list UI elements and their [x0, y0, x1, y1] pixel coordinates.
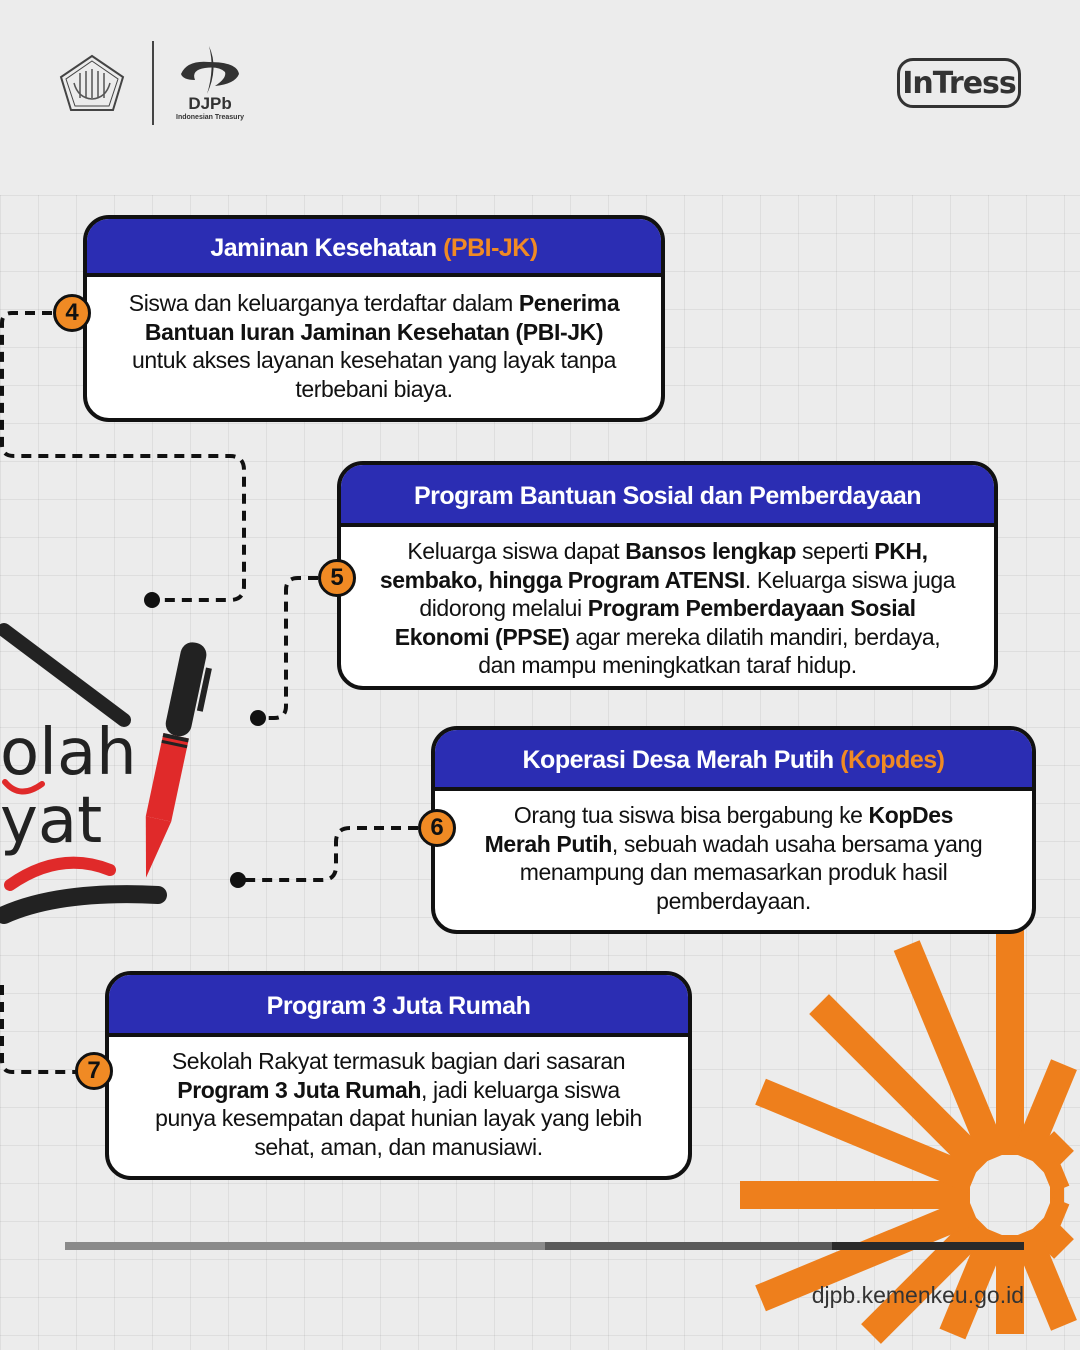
- title-accent: (Kopdes): [840, 746, 945, 774]
- sunburst-icon: [740, 925, 1077, 1344]
- djpb-name: DJPb: [188, 93, 232, 113]
- dashed-connectors: [0, 311, 418, 1074]
- sunburst-ray: [939, 1226, 1008, 1340]
- header-logos: DJPb Indonesian Treasury: [58, 40, 244, 126]
- body-text: . Keluarga siswa juga didorong melalui: [419, 566, 956, 622]
- body-text: Siswa dan keluarganya terdaftar dalam: [128, 290, 519, 316]
- card-bansos-pemberdayaan: Program Bantuan Sosial dan Pemberdayaan …: [337, 461, 998, 690]
- djpb-subtitle: Indonesian Treasury: [176, 113, 245, 121]
- sunburst-ray: [755, 1197, 979, 1312]
- sunburst-ray: [996, 925, 1024, 1155]
- body-text: Keluarga siswa dapat: [407, 538, 626, 564]
- title-text: Program Bantuan Sosial dan Pemberdayaan: [413, 482, 922, 510]
- sunburst-ray: [1012, 1059, 1077, 1164]
- sunburst-ray: [755, 1078, 979, 1193]
- progress-segment-3: [832, 1242, 1024, 1250]
- progress-segment-2: [545, 1242, 832, 1250]
- body-text: agar mereka dilatih mandiri, berdaya, da…: [478, 623, 941, 679]
- card-koperasi-desa: Koperasi Desa Merah Putih (Kopdes) Orang…: [431, 726, 1036, 934]
- body-bold: PKH, sembako, hingga Program ATENSI: [379, 538, 928, 593]
- djpb-logo: DJPb Indonesian Treasury: [176, 45, 245, 121]
- body-bold: Bansos lengkap: [625, 538, 797, 564]
- progress-segment-1: [65, 1242, 545, 1250]
- sunburst-ray: [1028, 1131, 1074, 1177]
- card-jaminan-kesehatan: Jaminan Kesehatan (PBI-JK) Siswa dan kel…: [83, 215, 665, 422]
- body-text: seperti: [796, 538, 875, 564]
- step-badge-6: 6: [418, 809, 456, 847]
- sunburst-ray: [809, 994, 992, 1177]
- title-text: Program 3 Juta Rumah: [266, 992, 531, 1020]
- sunburst-ray: [1012, 1226, 1077, 1331]
- djpb-emblem-icon: [181, 45, 240, 94]
- step-badge-5: 5: [318, 559, 356, 597]
- body-text: Orang tua siswa bisa bergabung ke: [513, 802, 869, 828]
- sunburst-ray: [740, 1181, 970, 1209]
- body-bold: Program Pemberdayaan Sosial Ekonomi (PPS…: [394, 595, 916, 650]
- title-text: Koperasi Desa Merah Putih: [522, 746, 841, 774]
- footer-url[interactable]: djpb.kemenkeu.go.id: [811, 1282, 1024, 1308]
- card-body: Orang tua siswa bisa bergabung ke KopDes…: [435, 791, 1032, 925]
- card-title: Koperasi Desa Merah Putih (Kopdes): [435, 730, 1032, 791]
- card-body: Siswa dan keluarganya terdaftar dalam Pe…: [87, 277, 661, 415]
- sunburst-ray: [1028, 1213, 1074, 1259]
- body-text: , jadi keluarga siswa punya kesempatan d…: [155, 1076, 642, 1160]
- card-body: Sekolah Rakyat termasuk bagian dari sasa…: [109, 1037, 688, 1171]
- step-badge-4: 4: [53, 294, 91, 332]
- card-body: Keluarga siswa dapat Bansos lengkap sepe…: [341, 527, 994, 686]
- sekolah-rakyat-illustration: [0, 623, 212, 924]
- illustration-text-2: yat: [0, 784, 103, 858]
- body-bold: Program 3 Juta Rumah: [177, 1076, 422, 1103]
- step-badge-7: 7: [75, 1052, 113, 1090]
- sunburst-ray: [1041, 1159, 1070, 1193]
- body-text: Sekolah Rakyat termasuk bagian dari sasa…: [171, 1048, 626, 1074]
- logo-divider: [152, 41, 154, 125]
- card-title: Program Bantuan Sosial dan Pemberdayaan: [341, 465, 994, 527]
- body-text: , sebuah wadah usaha bersama yang menamp…: [519, 830, 983, 914]
- card-3-juta-rumah: Program 3 Juta Rumah Sekolah Rakyat term…: [105, 971, 692, 1180]
- sunburst-ray: [996, 1235, 1024, 1334]
- body-bold: KopDes Merah Putih: [484, 802, 954, 857]
- title-text: Jaminan Kesehatan: [210, 234, 444, 262]
- kemenkeu-seal-icon: [59, 54, 125, 111]
- progress-bar: [65, 1242, 1024, 1250]
- body-text: untuk akses layanan kesehatan yang layak…: [131, 347, 617, 402]
- card-title: Jaminan Kesehatan (PBI-JK): [87, 219, 661, 277]
- body-bold: Penerima Bantuan Iuran Jaminan Kesehatan…: [144, 290, 620, 345]
- intress-logo: InTress: [897, 58, 1021, 108]
- sunburst-ray: [893, 940, 1008, 1164]
- illustration-text-1: olah: [0, 716, 137, 790]
- title-accent: (PBI-JK): [443, 234, 538, 262]
- card-title: Program 3 Juta Rumah: [109, 975, 688, 1037]
